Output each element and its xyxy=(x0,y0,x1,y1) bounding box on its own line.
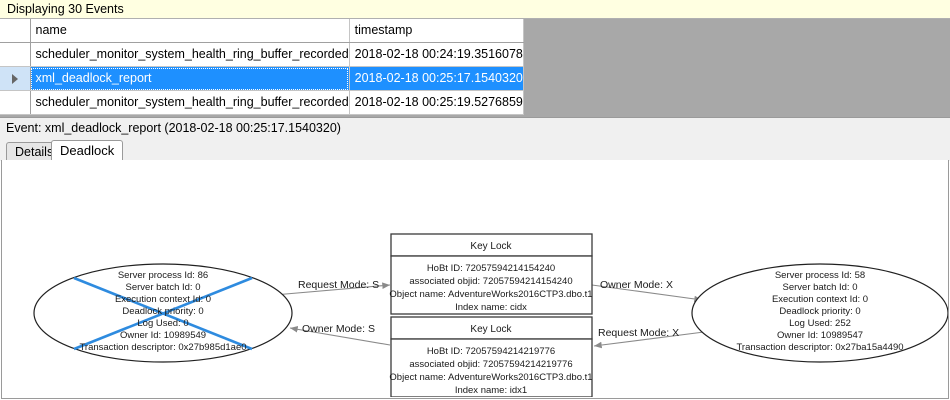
cell-name[interactable]: scheduler_monitor_system_health_ring_buf… xyxy=(30,42,350,67)
resource-node-keylock-top[interactable]: Key Lock HoBt ID: 72057594214154240 asso… xyxy=(389,233,593,315)
edge-right-owner-top: Owner Mode: X xyxy=(591,279,703,303)
process-right-line-6: Transaction descriptor: 0x27ba15a4490 xyxy=(736,342,903,353)
keylock-top-body-box[interactable] xyxy=(390,255,593,315)
cell-name[interactable]: xml_deadlock_report xyxy=(30,66,350,91)
row-selector-cell[interactable] xyxy=(0,66,31,91)
row-selector-cell[interactable] xyxy=(0,90,31,115)
keylock-bottom-line-2: Object name: AdventureWorks2016CTP3.dbo.… xyxy=(389,372,592,383)
process-right-line-5: Owner Id: 10989547 xyxy=(777,330,863,341)
keylock-bottom-line-0: HoBt ID: 72057594214219776 xyxy=(427,346,555,357)
process-right-line-1: Server batch Id: 0 xyxy=(783,282,858,293)
edge-label-request-mode-x: Request Mode: X xyxy=(598,327,679,339)
process-left-line-1: Server batch Id: 0 xyxy=(126,282,201,293)
cell-name[interactable]: scheduler_monitor_system_health_ring_buf… xyxy=(30,90,350,115)
events-grid[interactable]: name timestamp scheduler_monitor_system_… xyxy=(0,19,524,115)
table-row[interactable]: scheduler_monitor_system_health_ring_buf… xyxy=(0,42,524,67)
deadlock-graph-pane[interactable]: Request Mode: S Owner Mode: X Owner Mode… xyxy=(1,160,949,399)
process-left-line-2: Execution context Id: 0 xyxy=(115,294,211,305)
row-selector-header xyxy=(0,19,31,43)
cell-timestamp[interactable]: 2018-02-18 00:24:19.3516078 xyxy=(349,42,524,67)
detail-tabstrip: Details Deadlock xyxy=(0,139,950,161)
edge-label-request-mode-s: Request Mode: S xyxy=(298,279,379,291)
keylock-top-title: Key Lock xyxy=(470,241,512,252)
keylock-top-line-1: associated objid: 72057594214154240 xyxy=(409,276,572,287)
column-header-name[interactable]: name xyxy=(30,19,350,43)
process-right-line-2: Execution context Id: 0 xyxy=(772,294,868,305)
resource-node-keylock-bottom[interactable]: Key Lock HoBt ID: 72057594214219776 asso… xyxy=(389,316,593,397)
process-node-left[interactable]: Server process Id: 86 Server batch Id: 0… xyxy=(33,263,293,363)
process-right-line-0: Server process Id: 58 xyxy=(775,270,865,281)
process-right-line-4: Log Used: 252 xyxy=(789,318,851,329)
keylock-bottom-line-3: Index name: idx1 xyxy=(455,385,527,396)
process-left-line-4: Log Used: 0 xyxy=(137,318,188,329)
current-row-triangle-icon xyxy=(11,73,18,84)
process-left-line-6: Transaction descriptor: 0x27b985d1ae0 xyxy=(79,342,246,353)
table-row-selected[interactable]: xml_deadlock_report 2018-02-18 00:25:17.… xyxy=(0,66,524,91)
victim-cross-line-b xyxy=(73,276,253,351)
edge-right-request-bottom: Request Mode: X xyxy=(593,327,705,349)
deadlock-graph-svg: Request Mode: S Owner Mode: X Owner Mode… xyxy=(33,233,948,397)
keylock-top-line-2: Object name: AdventureWorks2016CTP3.dbo.… xyxy=(389,289,592,300)
edge-left-request-top: Request Mode: S xyxy=(273,279,391,296)
process-left-line-3: Deadlock priority: 0 xyxy=(122,306,203,317)
edge-label-owner-mode-s: Owner Mode: S xyxy=(302,323,375,335)
cell-timestamp[interactable]: 2018-02-18 00:25:17.1540320 xyxy=(349,66,524,91)
column-header-timestamp[interactable]: timestamp xyxy=(349,19,524,43)
event-detail-caption: Event: xml_deadlock_report (2018-02-18 0… xyxy=(0,117,950,139)
events-grid-container[interactable]: name timestamp scheduler_monitor_system_… xyxy=(0,19,950,117)
keylock-top-line-0: HoBt ID: 72057594214154240 xyxy=(427,263,555,274)
process-node-right[interactable]: Server process Id: 58 Server batch Id: 0… xyxy=(691,263,948,363)
process-ellipse-right[interactable] xyxy=(691,263,948,363)
events-status-bar: Displaying 30 Events xyxy=(0,0,950,19)
keylock-bottom-title: Key Lock xyxy=(470,324,512,335)
table-row[interactable]: scheduler_monitor_system_health_ring_buf… xyxy=(0,90,524,115)
edge-bottom-owner-left: Owner Mode: S xyxy=(289,323,391,346)
row-selector-cell[interactable] xyxy=(0,42,31,67)
events-count-label: Displaying 30 Events xyxy=(7,2,124,16)
keylock-bottom-body-box[interactable] xyxy=(390,338,593,397)
table-header-row: name timestamp xyxy=(0,19,524,43)
process-right-line-3: Deadlock priority: 0 xyxy=(779,306,860,317)
event-detail-caption-label: Event: xml_deadlock_report (2018-02-18 0… xyxy=(6,121,341,135)
cell-timestamp[interactable]: 2018-02-18 00:25:19.5276859 xyxy=(349,90,524,115)
process-left-line-5: Owner Id: 10989549 xyxy=(120,330,206,341)
keylock-top-line-3: Index name: cidx xyxy=(455,302,527,313)
process-left-line-0: Server process Id: 86 xyxy=(118,270,208,281)
keylock-bottom-line-1: associated objid: 72057594214219776 xyxy=(409,359,572,370)
edge-label-owner-mode-x: Owner Mode: X xyxy=(600,279,673,291)
tab-deadlock[interactable]: Deadlock xyxy=(51,140,124,161)
